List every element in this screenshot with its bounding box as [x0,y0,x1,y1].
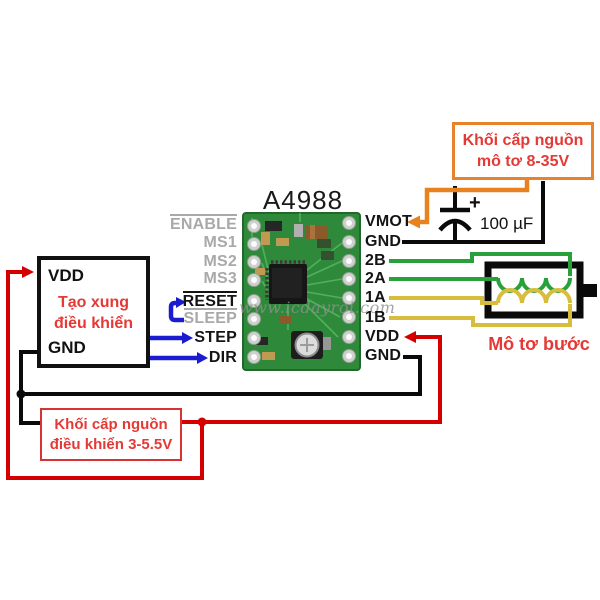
pulse-generator-vdd: VDD [48,266,84,285]
pin-label-reset: RESET [182,291,237,310]
capacitor-value: 100 µF [480,214,534,233]
capacitor-polarity-mark: + [469,192,481,214]
wire-vdd-board [181,335,442,424]
watermark-text: www.icdayroi.com [239,298,395,317]
pulse-generator-caption: Tạo xung điều khiển [41,292,146,334]
pin-label-sleep: SLEEP [183,308,237,327]
step-arrowhead [182,332,193,344]
pulse-generator-gnd: GND [48,338,86,357]
wire-1a [389,296,498,305]
wire-1b [389,304,572,327]
logic-power-wires [6,266,442,480]
control-supply-line2: điều khiển 3-5.5V [49,435,173,453]
motor-supply-block: Khối cấp nguồn mô tơ 8-35V [452,122,594,180]
pin-label-1b: 1B [365,309,386,326]
motor-shaft [580,284,597,297]
wire-vdd-pulsebox [6,270,204,480]
pin-label-2a: 2A [365,270,386,287]
reset-arrowhead [176,297,186,308]
signal-wires [150,300,197,361]
vdd-board-arrowhead [404,331,416,343]
wire-2b [389,252,572,276]
wire-gnd-pulsebox [19,350,42,425]
pin-label-1a: 1A [365,289,386,306]
gnd-junction-dot [16,389,26,399]
potentiometer [291,331,323,359]
pin-label-ms2: MS2 [203,253,237,270]
driver-ic [265,260,307,304]
control-supply-block: Khối cấp nguồn điều khiển 3-5.5V [40,408,182,461]
motor-caption: Mô tơ bước [488,334,590,354]
pin-label-gnd-top: GND [365,233,402,250]
vmot-arrowhead [407,215,420,229]
motor-supply-line2: mô tơ 8-35V [476,153,570,170]
motor-coil-yellow [496,288,572,304]
pulse-generator-block: VDD Tạo xung điều khiển GND [37,256,150,368]
pin-label-ms3: MS3 [203,270,237,287]
ground-wires [19,181,545,425]
pin-label-vmot: VMOT [365,213,413,230]
reset-sleep-jumper [168,300,184,323]
control-supply-line1: Khối cấp nguồn [54,415,168,433]
pulse-generator-line1: Tạo xung [57,294,130,311]
pin-label-dir: DIR [208,349,237,366]
pcb-pads [247,216,356,364]
motor-supply-line1: Khối cấp nguồn [462,132,584,149]
a4988-board [242,212,361,371]
pin-label-gnd-bottom: GND [365,347,402,364]
capacitor-symbol [438,186,472,243]
board-title: A4988 [262,185,344,215]
vdd-junction-dot [197,417,207,427]
pin-label-2b: 2B [365,252,386,269]
coil-yellow-wires [389,288,572,327]
pin-label-ms1: MS1 [203,234,237,251]
pin-label-step: STEP [194,329,237,346]
pin-label-enable: ENABLE [170,214,237,233]
pulse-generator-line2: điều khiển [53,315,134,332]
wire-gnd-top [402,181,545,244]
wire-gnd-bottom [21,355,422,396]
motor-power-wire [407,178,530,229]
dir-arrowhead [197,352,208,364]
vdd-pulsebox-arrowhead [22,266,34,278]
pin-label-vdd: VDD [365,328,400,345]
pcb-components [255,221,334,360]
